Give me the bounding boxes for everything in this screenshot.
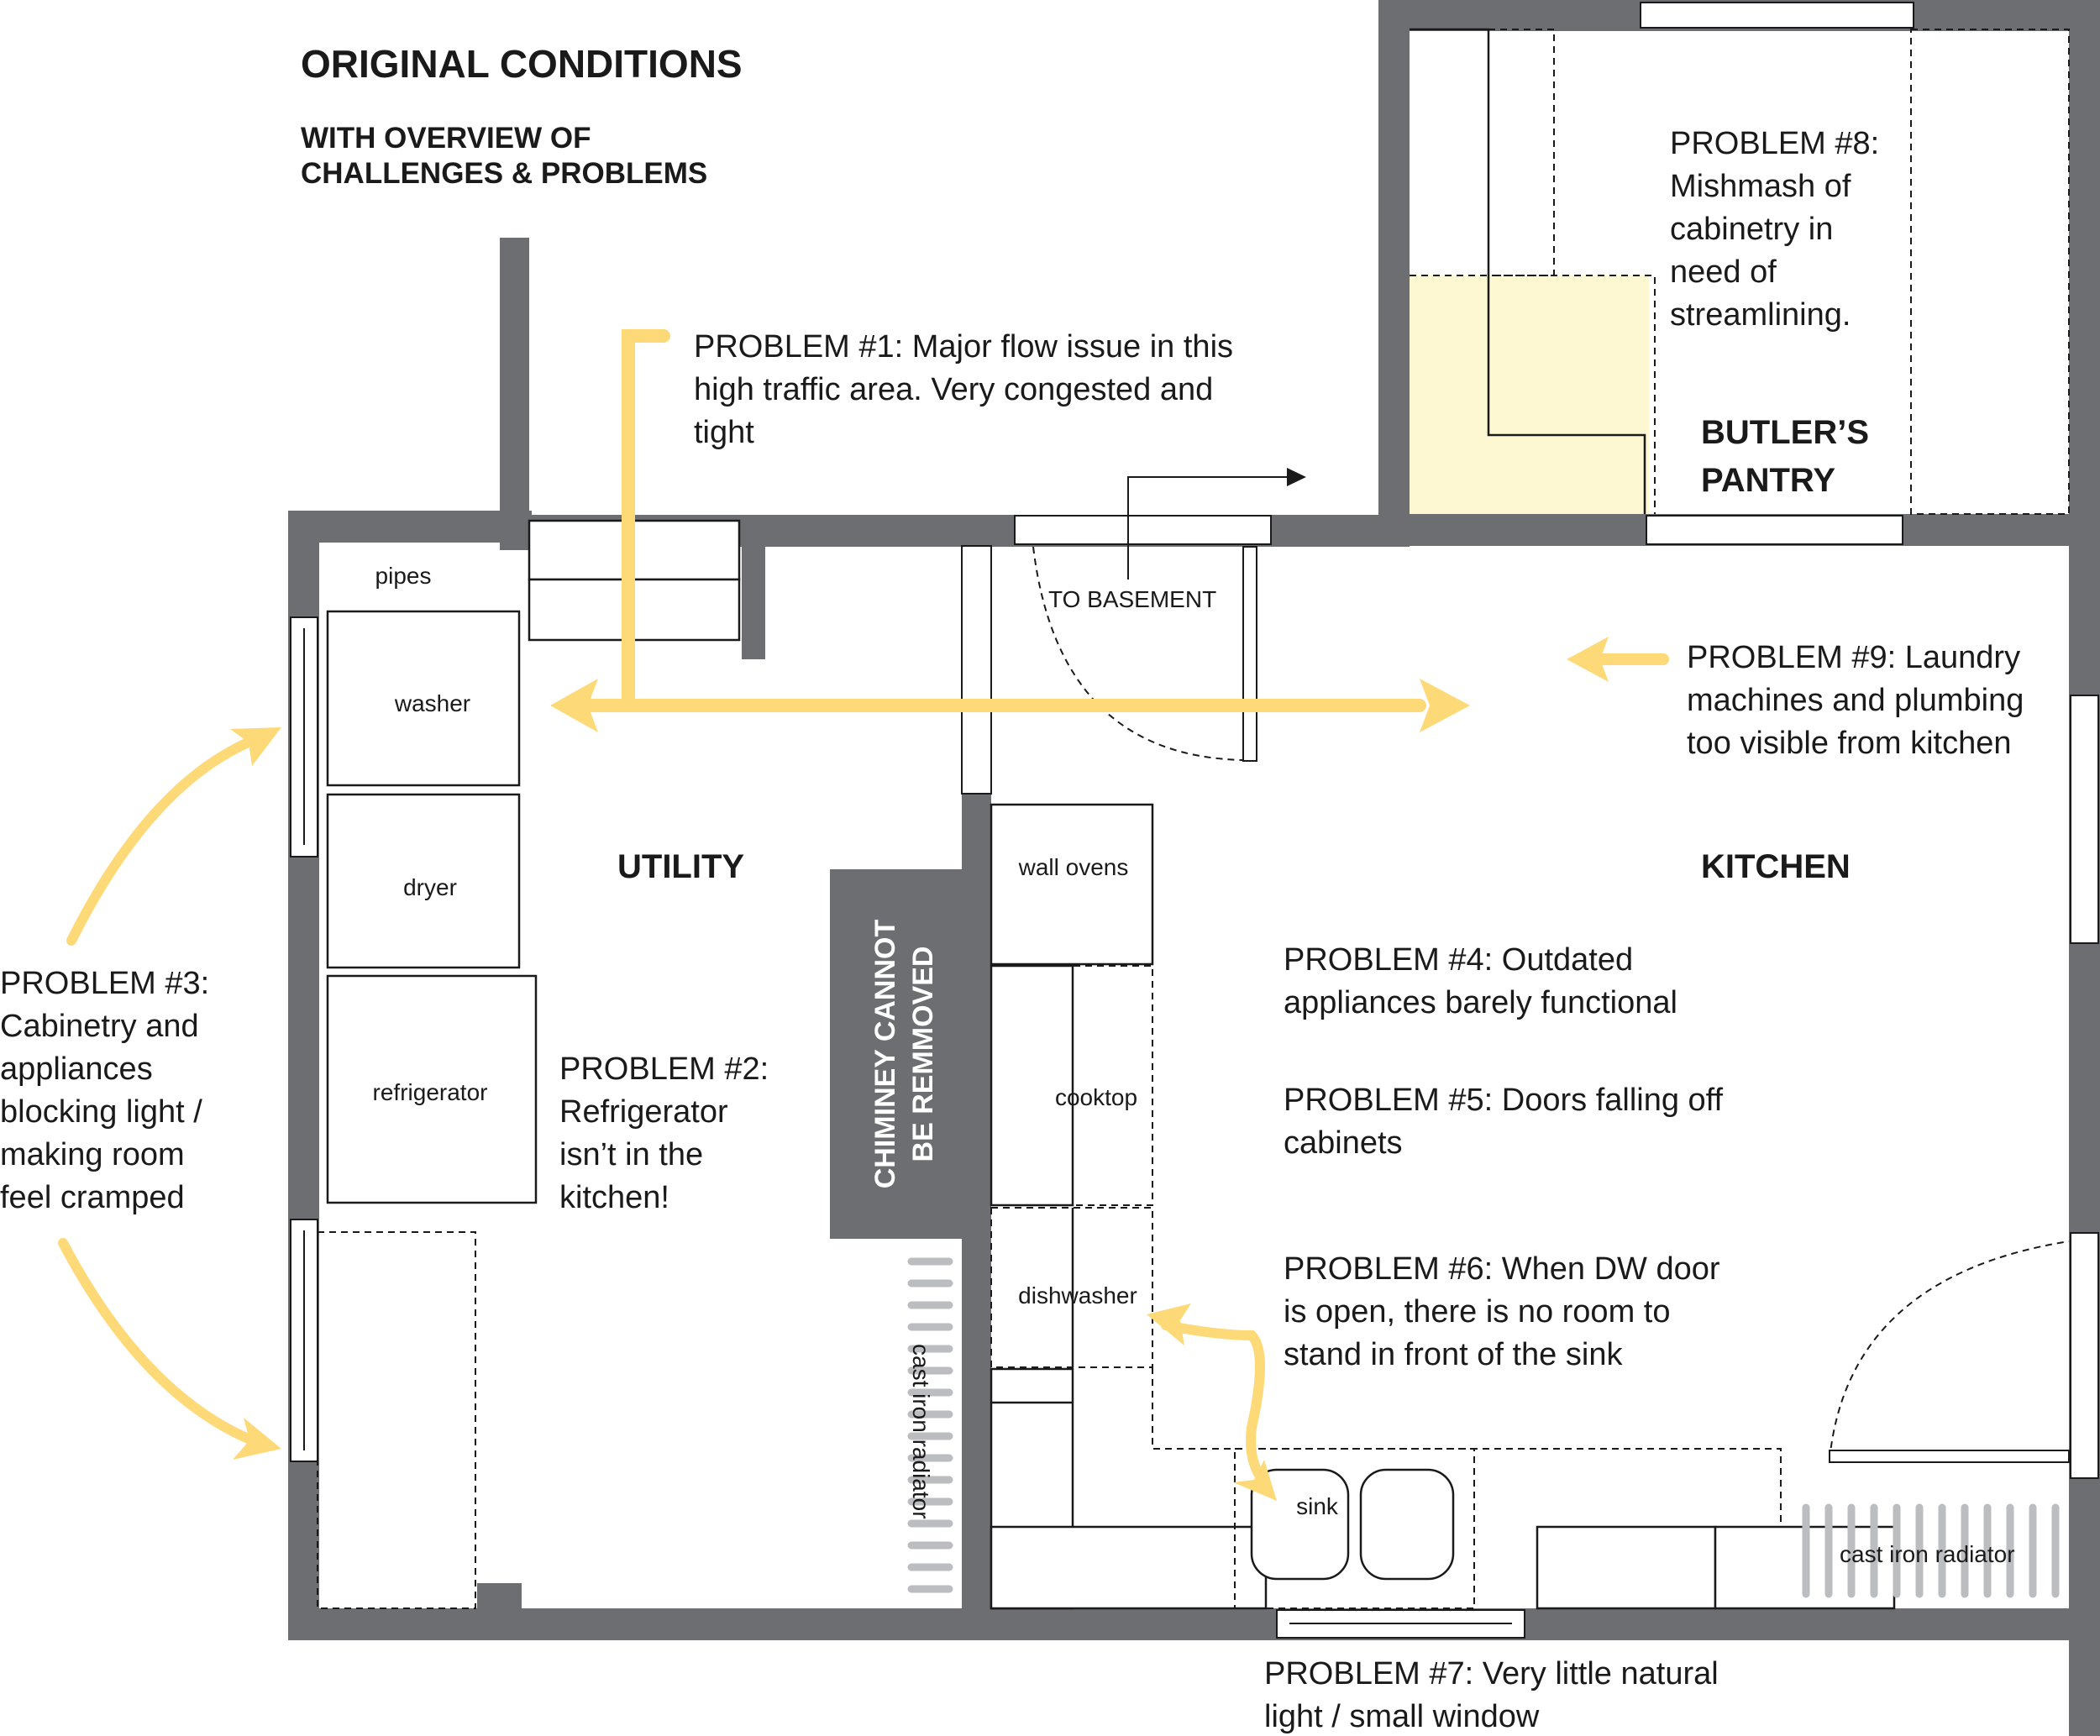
sink-bowl-left <box>1250 1468 1350 1581</box>
radiator-vertical <box>907 1257 953 1593</box>
pantry-cabinet-dashed-right <box>1910 29 2070 515</box>
problem-6: PROBLEM #6: When DW door is open, there … <box>1284 1251 1729 1372</box>
page-title: ORIGINAL CONDITIONS <box>301 42 743 86</box>
pantry-cabinet-dashed-left <box>1488 29 1555 276</box>
exterior-door <box>1829 1450 2070 1463</box>
dryer-label: dryer <box>403 874 457 900</box>
page-subtitle-line1: WITH OVERVIEW OF <box>301 122 591 155</box>
basement-arrow-head <box>1287 468 1306 486</box>
refrigerator <box>326 974 538 1204</box>
counter-right-a <box>1536 1525 1717 1610</box>
problem-3: PROBLEM #3: Cabinetry and appliances blo… <box>0 966 218 1215</box>
page-subtitle-line2: CHALLENGES & PROBLEMS <box>301 157 707 190</box>
cooktop-label: cooktop <box>1055 1084 1137 1110</box>
wall-ovens <box>990 803 1154 966</box>
chimney-label-line2: BE REMMOVED <box>907 947 939 1162</box>
chimney-block <box>830 869 991 1239</box>
room-label-kitchen: KITCHEN <box>1701 848 1851 885</box>
flow-arrows <box>58 329 1669 1501</box>
wall-ovens-label: wall ovens <box>1018 854 1129 880</box>
washer <box>326 610 521 787</box>
problem-7: PROBLEM #7: Very little natural light / … <box>1264 1656 1727 1734</box>
washer-label: washer <box>394 690 470 716</box>
basement-arrow-line <box>1127 476 1294 580</box>
utility-cabinet-dashed <box>317 1231 476 1609</box>
pantry-highlight-outline <box>1410 275 1656 514</box>
sink-label: sink <box>1296 1493 1339 1519</box>
dishwasher-label: dishwasher <box>1018 1282 1137 1309</box>
radiator-horizontal <box>1802 1503 2060 1598</box>
problem-4: PROBLEM #4: Outdated appliances barely f… <box>1284 942 1677 1020</box>
refrigerator-label: refrigerator <box>373 1079 488 1105</box>
problem-2: PROBLEM #2: Refrigerator isn’t in the ki… <box>559 1052 778 1215</box>
counter-lower-left <box>990 1525 1268 1610</box>
problem-1: PROBLEM #1: Major flow issue in this hig… <box>694 329 1242 450</box>
room-label-pantry-line2: PANTRY <box>1701 462 1835 499</box>
pantry-cabinet-outline <box>1410 28 1646 514</box>
sink-cabinet <box>1234 1448 1475 1609</box>
pantry-highlight-area <box>1410 275 1649 514</box>
pipes-top-label: pipes <box>375 563 432 589</box>
radiator-vertical-label: cast iron radiator <box>908 1344 934 1519</box>
problem-8: PROBLEM #8: Mishmash of cabinetry in nee… <box>1670 126 1888 333</box>
chimney-label-line1: CHIMINEY CANNOT <box>869 920 901 1189</box>
dryer <box>326 793 521 969</box>
radiator-horizontal-label: cast iron radiator <box>1840 1541 2015 1567</box>
room-label-pantry-line1: BUTLER’S <box>1701 414 1869 451</box>
basement-door-swing <box>1032 546 1244 761</box>
windows <box>290 2 2099 1639</box>
problem-9: PROBLEM #9: Laundry machines and plumbin… <box>1687 640 2033 761</box>
exterior-door-swing <box>1829 1240 2070 1461</box>
to-basement-label: TO BASEMENT <box>1048 586 1216 612</box>
problem-5: PROBLEM #5: Doors falling off cabinets <box>1284 1083 1732 1161</box>
sink-bowl-right <box>1359 1468 1455 1581</box>
flow-arrow-main <box>622 329 670 712</box>
cabinet-left-upper <box>990 964 1074 1207</box>
room-label-utility: UTILITY <box>617 848 744 885</box>
